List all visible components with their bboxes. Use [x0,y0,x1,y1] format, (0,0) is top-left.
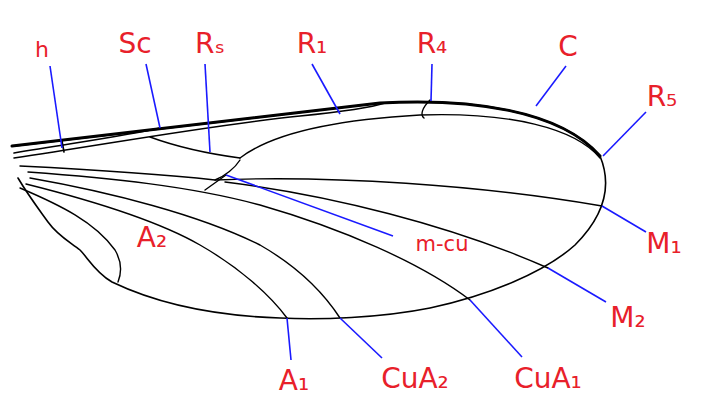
leader-line [470,300,522,357]
leader-line [287,318,291,360]
r4-vein [422,100,430,118]
vein-label: M₁ [646,230,681,258]
vein-label: CuA₁ [514,365,582,393]
leader-line [536,66,566,106]
vein-label: Rₛ [195,30,225,58]
rs-vein [150,137,240,158]
vein-label: R₄ [417,30,448,58]
leader-line [226,175,393,236]
vein-label: Sc [118,30,151,58]
leader-line [548,268,606,302]
a1-vein [26,184,287,318]
m2-vein [225,182,548,268]
vein-label: R₁ [297,30,328,58]
leader-line [146,64,160,128]
leader-line [603,112,646,156]
vein-label: m-cu [416,234,469,255]
vein-label: CuA₂ [381,365,449,393]
leader-line [50,66,62,148]
leader-line [431,64,432,101]
m-vein [20,160,240,180]
costa-vein [12,102,600,156]
vein-label: A₂ [137,224,167,252]
vein-label: h [35,39,49,61]
sc-vein [14,128,160,153]
m-cu-crossvein [205,175,226,190]
leader-line [312,64,340,114]
leader-line [340,318,382,358]
r5-vein [240,115,600,158]
leader-line [205,64,210,152]
r1-vein [14,103,385,158]
vein-label: R₅ [647,83,678,111]
vein-label: A₁ [279,367,309,395]
vein-label: M₂ [610,304,645,332]
vein-label: C [558,33,578,61]
leader-line [602,206,646,232]
a2-vein [20,188,121,282]
